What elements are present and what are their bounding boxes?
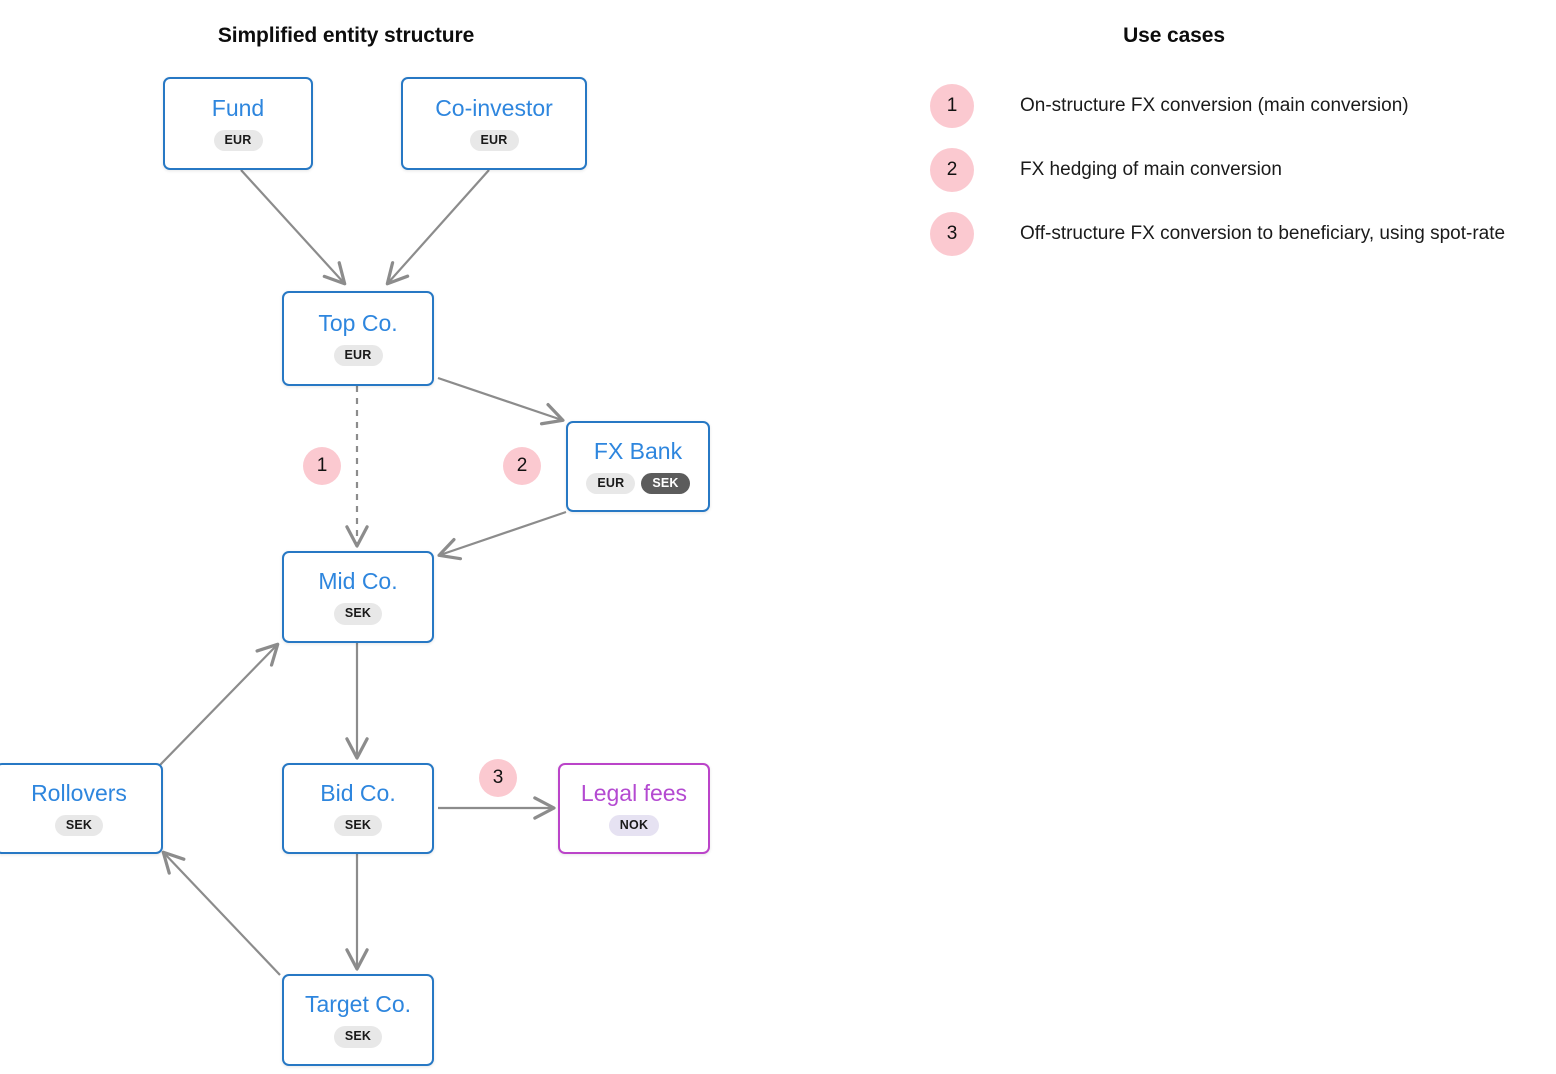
node-rollovers-label: Rollovers — [31, 779, 127, 806]
node-fx-bank-badges: EUR SEK — [586, 472, 690, 495]
currency-badge-eur: EUR — [333, 344, 383, 367]
legend-item-text: On-structure FX conversion (main convers… — [1020, 95, 1409, 116]
node-co-investor-label: Co-investor — [435, 94, 553, 121]
node-target-co-badges: SEK — [333, 1026, 383, 1048]
node-fx-bank[interactable]: FX Bank EUR SEK — [566, 421, 710, 512]
currency-badge-sek: SEK — [54, 814, 104, 837]
node-mid-co-badges: SEK — [333, 603, 383, 625]
use-cases-legend: 1 On-structure FX conversion (main conve… — [930, 74, 1550, 266]
edge-coinvestor-to-topco — [385, 169, 490, 286]
currency-badge-eur: EUR — [469, 129, 519, 152]
edge-rollovers-to-midco — [159, 642, 280, 766]
currency-badge-sek: SEK — [333, 814, 383, 837]
edge-fund-to-topco — [240, 169, 347, 286]
node-legal-fees-label: Legal fees — [580, 779, 688, 806]
node-mid-co-label: Mid Co. — [318, 568, 398, 595]
edge-targetco-to-rollovers — [161, 850, 281, 976]
currency-badge-eur: EUR — [586, 472, 636, 495]
diagram-marker-1: 1 — [303, 447, 341, 485]
currency-badge-sek: SEK — [333, 603, 383, 625]
node-top-co-badges: EUR — [333, 344, 383, 367]
node-legal-fees-badges: NOK — [608, 814, 660, 837]
legend-item: 2 FX hedging of main conversion — [930, 138, 1550, 202]
currency-badge-eur: EUR — [213, 129, 263, 152]
diagram-marker-3: 3 — [479, 759, 517, 797]
node-fund[interactable]: Fund EUR — [163, 77, 313, 170]
node-bid-co-label: Bid Co. — [320, 779, 396, 806]
node-rollovers[interactable]: Rollovers SEK — [0, 763, 163, 854]
legend-item: 3 Off-structure FX conversion to benefic… — [930, 202, 1550, 266]
legend-number-badge: 2 — [930, 148, 974, 192]
currency-badge-sek: SEK — [333, 1026, 383, 1048]
edge-fxbank-to-midco — [437, 510, 567, 561]
node-top-co-label: Top Co. — [318, 309, 398, 336]
node-bid-co[interactable]: Bid Co. SEK — [282, 763, 434, 854]
node-fx-bank-label: FX Bank — [593, 437, 683, 464]
node-bid-co-badges: SEK — [333, 814, 383, 837]
legend-item: 1 On-structure FX conversion (main conve… — [930, 74, 1550, 138]
diagram-marker-2: 2 — [503, 447, 541, 485]
currency-badge-sek: SEK — [641, 472, 690, 495]
node-fund-badges: EUR — [213, 129, 263, 152]
node-legal-fees[interactable]: Legal fees NOK — [558, 763, 710, 854]
edge-topco-to-fxbank — [437, 376, 565, 426]
currency-badge-nok: NOK — [608, 814, 660, 837]
legend-number-badge: 1 — [930, 84, 974, 128]
node-top-co[interactable]: Top Co. EUR — [282, 291, 434, 386]
node-co-investor[interactable]: Co-investor EUR — [401, 77, 587, 170]
node-target-co-label: Target Co. — [304, 991, 412, 1018]
node-mid-co[interactable]: Mid Co. SEK — [282, 551, 434, 643]
legend-number-badge: 3 — [930, 212, 974, 256]
legend-item-text: Off-structure FX conversion to beneficia… — [1020, 223, 1506, 244]
node-co-investor-badges: EUR — [469, 129, 519, 152]
legend-item-text: FX hedging of main conversion — [1020, 159, 1282, 180]
node-rollovers-badges: SEK — [54, 814, 104, 837]
usecases-panel-title: Use cases — [1123, 24, 1225, 47]
structure-panel-title: Simplified entity structure — [217, 24, 475, 47]
node-fund-label: Fund — [211, 94, 265, 121]
node-target-co[interactable]: Target Co. SEK — [282, 974, 434, 1066]
